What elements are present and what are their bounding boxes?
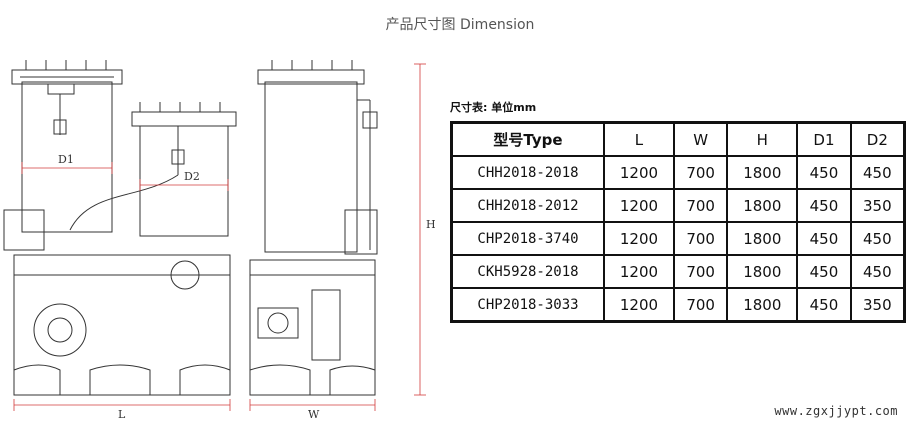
- cell-l: 1200: [604, 156, 674, 189]
- filter-tank-large: [21, 81, 113, 233]
- cell-d1: 450: [797, 189, 851, 222]
- cell-l: 1200: [604, 222, 674, 255]
- header-h: H: [727, 123, 798, 156]
- header-type: 型号Type: [452, 123, 604, 156]
- cell-w: 700: [673, 288, 728, 321]
- table-row: CHH2018-2012 1200 700 1800 450 350: [452, 189, 904, 222]
- label-d2: D2: [184, 170, 200, 183]
- cell-type: CHP2018-3740: [452, 222, 604, 255]
- filter-tank-side: [264, 81, 358, 253]
- tank-flange-small: [131, 111, 237, 127]
- cell-type: CHH2018-2012: [452, 189, 604, 222]
- label-l: L: [118, 408, 126, 420]
- header-w: W: [673, 123, 728, 156]
- cell-d1: 450: [797, 288, 851, 321]
- table-caption: 尺寸表: 单位mm: [450, 101, 537, 114]
- cell-type: CHH2018-2018: [452, 156, 604, 189]
- page-title: 产品尺寸图 Dimension: [385, 17, 535, 33]
- table-row: CKH5928-2018 1200 700 1800 450 450: [452, 255, 904, 288]
- label-d1: D1: [58, 153, 74, 166]
- cell-h: 1800: [727, 156, 798, 189]
- header-l: L: [604, 123, 674, 156]
- motor-side: [257, 307, 299, 339]
- table-header-row: 型号Type L W H D1 D2: [452, 123, 904, 156]
- cell-d1: 450: [797, 156, 851, 189]
- cell-h: 1800: [727, 222, 798, 255]
- cell-d2: 450: [850, 222, 904, 255]
- table-row: CHP2018-3740 1200 700 1800 450 450: [452, 222, 904, 255]
- label-w: W: [308, 408, 320, 420]
- cell-h: 1800: [727, 288, 798, 321]
- cell-d2: 350: [850, 288, 904, 321]
- table-row: CHP2018-3033 1200 700 1800 450 350: [452, 288, 904, 321]
- cell-type: CHP2018-3033: [452, 288, 604, 321]
- cell-d1: 450: [797, 222, 851, 255]
- cell-type: CKH5928-2018: [452, 255, 604, 288]
- cell-l: 1200: [604, 189, 674, 222]
- cell-d2: 450: [850, 156, 904, 189]
- site-watermark: www.zgxjjypt.com: [774, 404, 898, 418]
- cell-w: 700: [673, 189, 728, 222]
- cell-w: 700: [673, 156, 728, 189]
- base-frame-side: [249, 259, 376, 396]
- cell-l: 1200: [604, 288, 674, 321]
- dimension-table: 型号Type L W H D1 D2 CHH2018-2018 1200 700…: [450, 121, 906, 323]
- header-d1: D1: [797, 123, 851, 156]
- cell-d1: 450: [797, 255, 851, 288]
- cell-h: 1800: [727, 255, 798, 288]
- base-frame: [13, 254, 231, 396]
- cell-d2: 350: [850, 189, 904, 222]
- label-h: H: [426, 218, 436, 231]
- pump-left: [33, 303, 87, 357]
- motor-box-left: [3, 209, 45, 251]
- cell-h: 1800: [727, 189, 798, 222]
- cell-w: 700: [673, 255, 728, 288]
- header-d2: D2: [850, 123, 904, 156]
- dimension-drawing: D1 D2 L W H: [3, 60, 436, 420]
- cell-l: 1200: [604, 255, 674, 288]
- table-row: CHH2018-2018 1200 700 1800 450 450: [452, 156, 904, 189]
- cell-d2: 450: [850, 255, 904, 288]
- cell-w: 700: [673, 222, 728, 255]
